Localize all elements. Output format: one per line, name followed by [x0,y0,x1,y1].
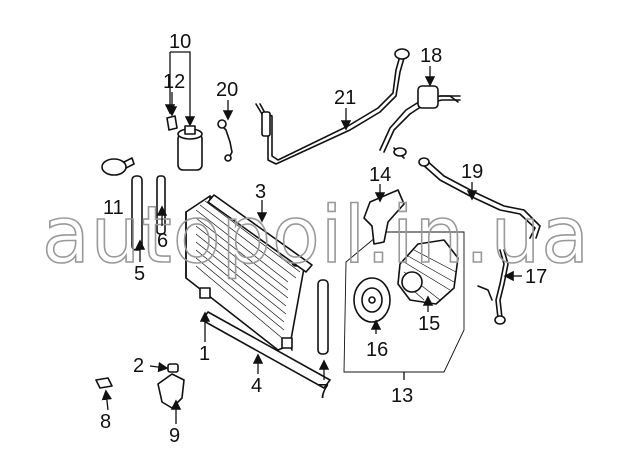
callout-14: 14 [369,164,391,186]
side-seal-5 [131,175,143,251]
callout-7: 7 [318,381,329,403]
callout-19: 19 [461,161,483,183]
callout-20: 20 [216,79,238,101]
side-seal-7 [317,279,329,355]
compressor [397,239,459,305]
callout-2: 2 [133,355,144,377]
hose-19 [418,157,541,239]
hose-17 [477,249,509,325]
watermark-text: autopoil.in.ua [42,191,590,281]
receiver-drier [177,125,203,171]
leader-lines [101,51,522,424]
callout-18: 18 [420,45,442,67]
callout-9: 9 [169,425,180,447]
callout-6: 6 [157,230,168,252]
callout-10: 10 [169,31,191,53]
callout-8: 8 [100,411,111,433]
callout-17: 17 [525,266,547,288]
bracket-12 [166,115,178,131]
clutch-pulley [353,277,391,323]
hose-21 [255,48,410,165]
side-seal-6 [156,175,166,235]
seal-strip-upper [207,194,313,273]
sensor-20 [217,119,233,162]
bracket-9 [157,373,185,409]
hose-18 [379,85,461,159]
callout-11: 11 [103,197,124,219]
callout-15: 15 [418,313,440,335]
callout-1: 1 [199,343,210,365]
callout-16: 16 [366,339,388,361]
callout-12: 12 [163,71,185,93]
callout-21: 21 [334,87,356,109]
callout-5: 5 [134,263,145,285]
bracket-14 [363,189,405,245]
callout-4: 4 [251,375,262,397]
bolt-2 [167,363,179,373]
callout-13: 13 [391,385,413,407]
callout-labels: 1 2 3 4 5 6 7 8 9 10 11 12 13 14 15 16 1… [100,31,547,447]
cap-11 [101,157,135,176]
callout-3: 3 [255,181,266,203]
clip-8 [95,377,113,389]
